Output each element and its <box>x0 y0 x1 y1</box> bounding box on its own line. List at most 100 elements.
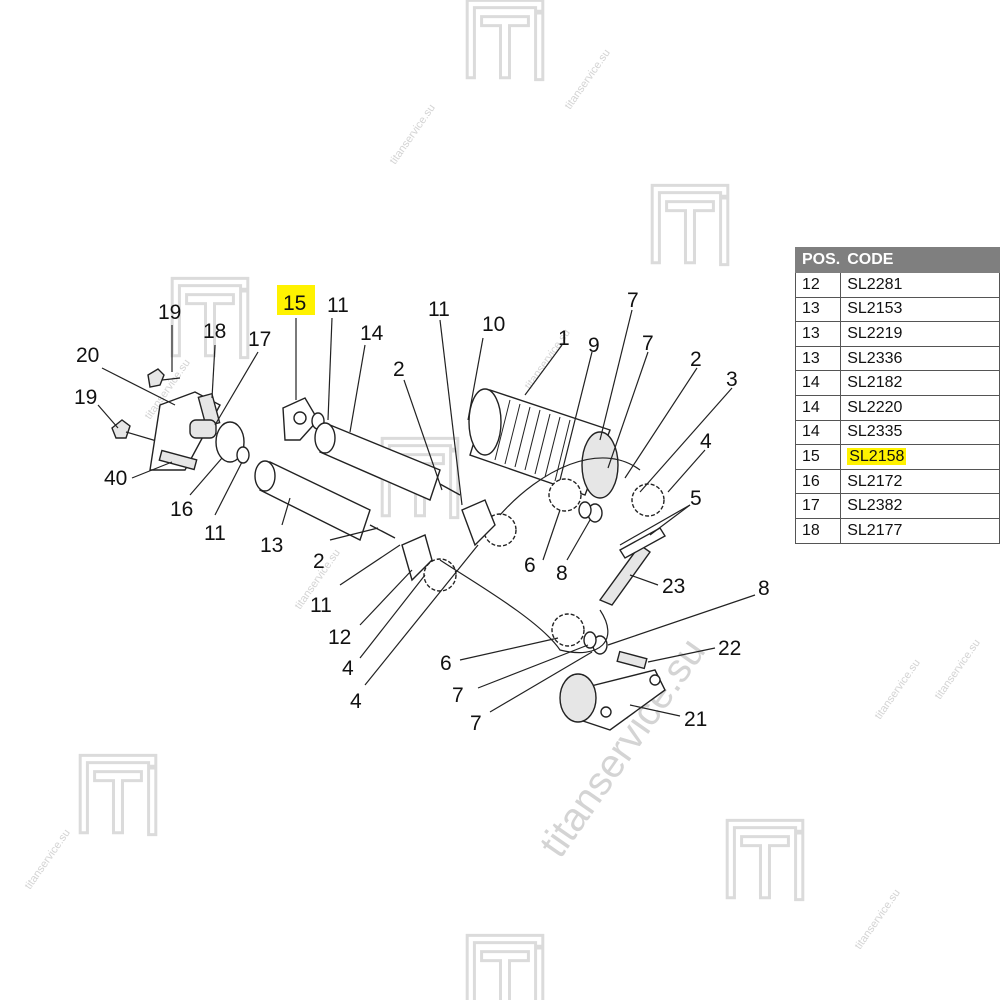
code-text: SL2382 <box>847 497 903 515</box>
callout-label: 11 <box>327 294 349 317</box>
bushing-17 <box>189 419 217 439</box>
watermark-text: titanservice.su <box>563 47 613 111</box>
callout-label: 14 <box>360 322 384 345</box>
washer-11a <box>236 446 250 464</box>
watermark-text: titanservice.su <box>23 827 73 891</box>
callout-label: 40 <box>104 467 127 490</box>
callout-label: 11 <box>428 298 450 321</box>
row-pos: 14 <box>794 394 842 421</box>
callout-label: 16 <box>170 498 193 521</box>
callout-label: 11 <box>310 594 332 617</box>
code-text: SL2172 <box>847 472 903 490</box>
row-code: SL2335 <box>840 419 1000 446</box>
pin-22 <box>616 650 648 670</box>
parts-drawing <box>111 368 666 731</box>
watermark-text: titanservice.su <box>853 887 903 951</box>
watermark-logo-icon <box>465 0 545 82</box>
table-header-row: POS. CODE <box>794 247 1000 273</box>
callout-label: 4 <box>350 690 362 713</box>
callout-label: 19 <box>74 386 97 409</box>
code-text: SL2153 <box>847 300 903 318</box>
code-text: SL2177 <box>847 521 903 539</box>
motor-1 <box>468 388 619 499</box>
callout-15-highlight <box>277 285 315 315</box>
leader-lines <box>97 309 756 717</box>
table-row: 14 SL2182 <box>794 370 1000 396</box>
knob-lower <box>111 419 161 443</box>
table-row: 13 SL2336 <box>794 345 1000 372</box>
row-code: SL2281 <box>840 272 1000 298</box>
row-code: SL2172 <box>840 468 1000 495</box>
row-pos: 15 <box>794 444 842 470</box>
knob-upper <box>147 368 181 388</box>
callout-label: 7 <box>470 712 482 735</box>
watermark-logo-icon <box>650 183 730 267</box>
row-code: SL2220 <box>840 394 1000 421</box>
code-text: SL2336 <box>847 349 903 367</box>
callout-label: 2 <box>313 550 325 573</box>
callout-label: 9 <box>588 334 600 357</box>
roller-14 <box>319 424 441 501</box>
callout-label: 7 <box>452 684 464 707</box>
callout-label: 3 <box>726 368 738 391</box>
callout-label: 20 <box>76 344 99 367</box>
callout-label: 12 <box>328 626 351 649</box>
callout-label: 11 <box>204 522 226 545</box>
watermark-text: titanservice.su <box>388 102 438 166</box>
code-text: SL2220 <box>847 398 903 416</box>
chain-23 <box>598 544 651 606</box>
callout-label: 2 <box>393 358 405 381</box>
row-code: SL2153 <box>840 296 1000 323</box>
table-row: 17 SL2382 <box>794 493 1000 519</box>
callout-label: 21 <box>684 708 707 731</box>
callout-labels: 15 11 14 19 18 17 20 19 40 16 11 13 2 11… <box>74 289 770 735</box>
sprocket-upper-right <box>631 483 665 517</box>
watermark-logo-icon <box>170 276 250 360</box>
code-text: SL2219 <box>847 324 903 342</box>
watermark-logo-icon <box>725 818 805 902</box>
callout-label: 19 <box>158 301 181 324</box>
watermark-logo-icon <box>465 933 545 1000</box>
callout-label: 5 <box>690 487 702 510</box>
callout-label: 22 <box>718 637 741 660</box>
callout-label: 7 <box>627 289 639 312</box>
sprocket-upper-mid <box>548 478 582 512</box>
row-pos: 13 <box>794 321 842 347</box>
watermark-logo-icon <box>78 753 158 837</box>
callout-label: 8 <box>556 562 568 585</box>
callout-label: 17 <box>248 328 271 351</box>
row-code: SL2336 <box>840 345 1000 372</box>
row-pos: 13 <box>794 345 842 372</box>
row-code: SL2219 <box>840 321 1000 347</box>
callout-label: 4 <box>700 430 712 453</box>
plate-4-upper <box>461 499 496 547</box>
code-text: SL2335 <box>847 423 903 441</box>
callout-label: 23 <box>662 575 685 598</box>
row-pos: 14 <box>794 370 842 396</box>
header-pos: POS. <box>794 247 842 273</box>
sprocket-lower <box>551 613 585 647</box>
table-row: 14 SL2220 <box>794 394 1000 421</box>
row-code: SL2158 <box>840 444 1000 470</box>
row-pos: 18 <box>794 517 842 544</box>
row-pos: 14 <box>794 419 842 446</box>
callout-label: 15 <box>283 292 306 315</box>
watermark-text: titanservice.su <box>531 630 714 865</box>
header-code: CODE <box>840 247 1000 273</box>
row-pos: 17 <box>794 493 842 519</box>
row-code: SL2382 <box>840 493 1000 519</box>
callout-label: 6 <box>524 554 536 577</box>
callout-label: 2 <box>690 348 702 371</box>
table-row: 18 SL2177 <box>794 517 1000 544</box>
roller-13 <box>259 461 371 541</box>
watermark-text: titanservice.su <box>873 657 923 721</box>
code-text: SL2182 <box>847 374 903 392</box>
callout-label: 4 <box>342 657 354 680</box>
callout-label: 6 <box>440 652 452 675</box>
